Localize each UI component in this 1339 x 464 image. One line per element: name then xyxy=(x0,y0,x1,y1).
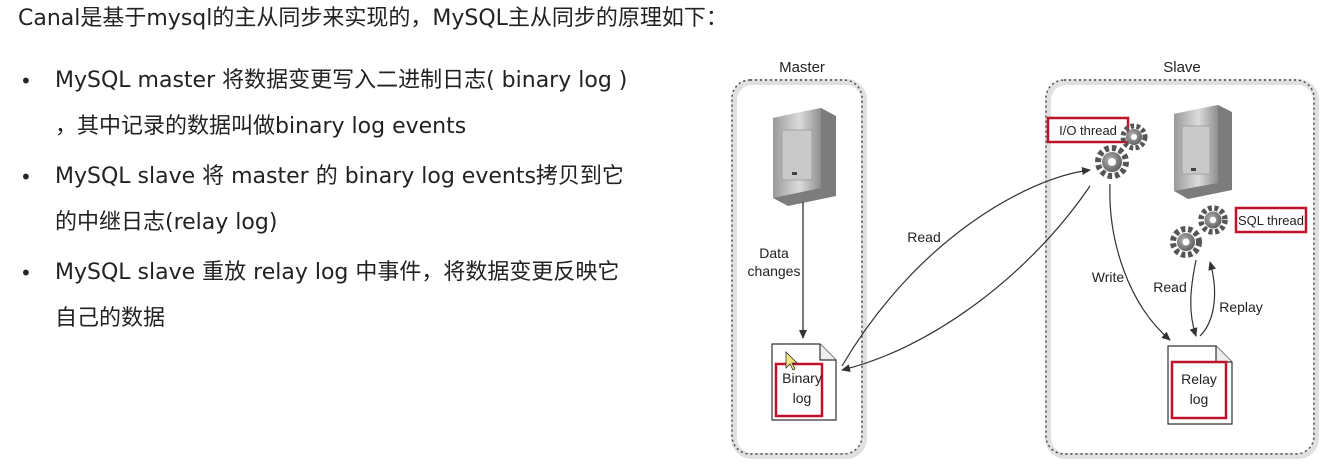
page-heading: Canal是基于mysql的主从同步来实现的，MySQL主从同步的原理如下： xyxy=(18,6,728,31)
bullet-item-2: • MySQL slave 将 master 的 binary log even… xyxy=(18,154,708,246)
slave-box xyxy=(1045,79,1319,459)
master-title: Master xyxy=(779,59,825,76)
sql-thread-label: SQL thread xyxy=(1238,213,1304,228)
master-box xyxy=(731,79,867,459)
read-label: Read xyxy=(907,229,940,245)
bullet-3-line-1: MySQL slave 重放 relay log 中事件，将数据变更反映它 xyxy=(55,260,620,285)
write-arrow xyxy=(1109,183,1171,341)
relay-log-highlight xyxy=(1170,360,1228,420)
relay-read-arrow xyxy=(1189,259,1198,337)
master-server-icon xyxy=(773,108,836,206)
data-changes-label-1: Data xyxy=(759,245,789,261)
io-thread-gear-icon xyxy=(1095,123,1148,179)
slave-server-icon xyxy=(1174,105,1232,199)
relay-log-label-2: log xyxy=(1190,391,1209,407)
bullet-2-line-2: 的中继日志(relay log) xyxy=(55,210,278,235)
read-response-arrow xyxy=(841,185,1091,373)
bullet-list: • MySQL master 将数据变更写入二进制日志( binary log … xyxy=(18,58,708,346)
cursor-icon xyxy=(785,351,798,371)
bullet-1-line-2: ，其中记录的数据叫做binary log events xyxy=(55,114,467,139)
sql-thread-highlight xyxy=(1234,206,1308,234)
read-request-arrow xyxy=(841,167,1091,367)
bullet-dot: • xyxy=(20,261,32,285)
sql-thread-gear-icon xyxy=(1170,205,1228,258)
bullet-3-line-2: 自己的数据 xyxy=(55,306,166,331)
io-thread-highlight xyxy=(1046,116,1130,144)
bullet-dot: • xyxy=(20,69,32,93)
bullet-1-line-1: MySQL master 将数据变更写入二进制日志( binary log ) xyxy=(55,68,628,93)
replay-arrow xyxy=(1199,261,1217,337)
bullet-2-line-1: MySQL slave 将 master 的 binary log events… xyxy=(55,164,624,189)
relay-log-label-1: Relay xyxy=(1181,371,1217,387)
data-changes-label-2: changes xyxy=(748,263,801,279)
replication-diagram: Master Slave Data changes Binary log Rea… xyxy=(726,50,1326,464)
write-label: Write xyxy=(1092,269,1125,285)
bullet-dot: • xyxy=(20,165,32,189)
relay-log-document xyxy=(1167,345,1233,425)
binary-log-label-2: log xyxy=(793,390,812,406)
replay-label: Replay xyxy=(1219,299,1263,315)
slave-title: Slave xyxy=(1163,59,1201,76)
bullet-item-1: • MySQL master 将数据变更写入二进制日志( binary log … xyxy=(18,58,708,150)
bullet-item-3: • MySQL slave 重放 relay log 中事件，将数据变更反映它 … xyxy=(18,250,708,342)
relay-read-label: Read xyxy=(1153,279,1186,295)
binary-log-highlight xyxy=(774,362,824,418)
io-thread-label: I/O thread xyxy=(1059,123,1117,138)
binary-log-label-1: Binary xyxy=(782,370,822,386)
